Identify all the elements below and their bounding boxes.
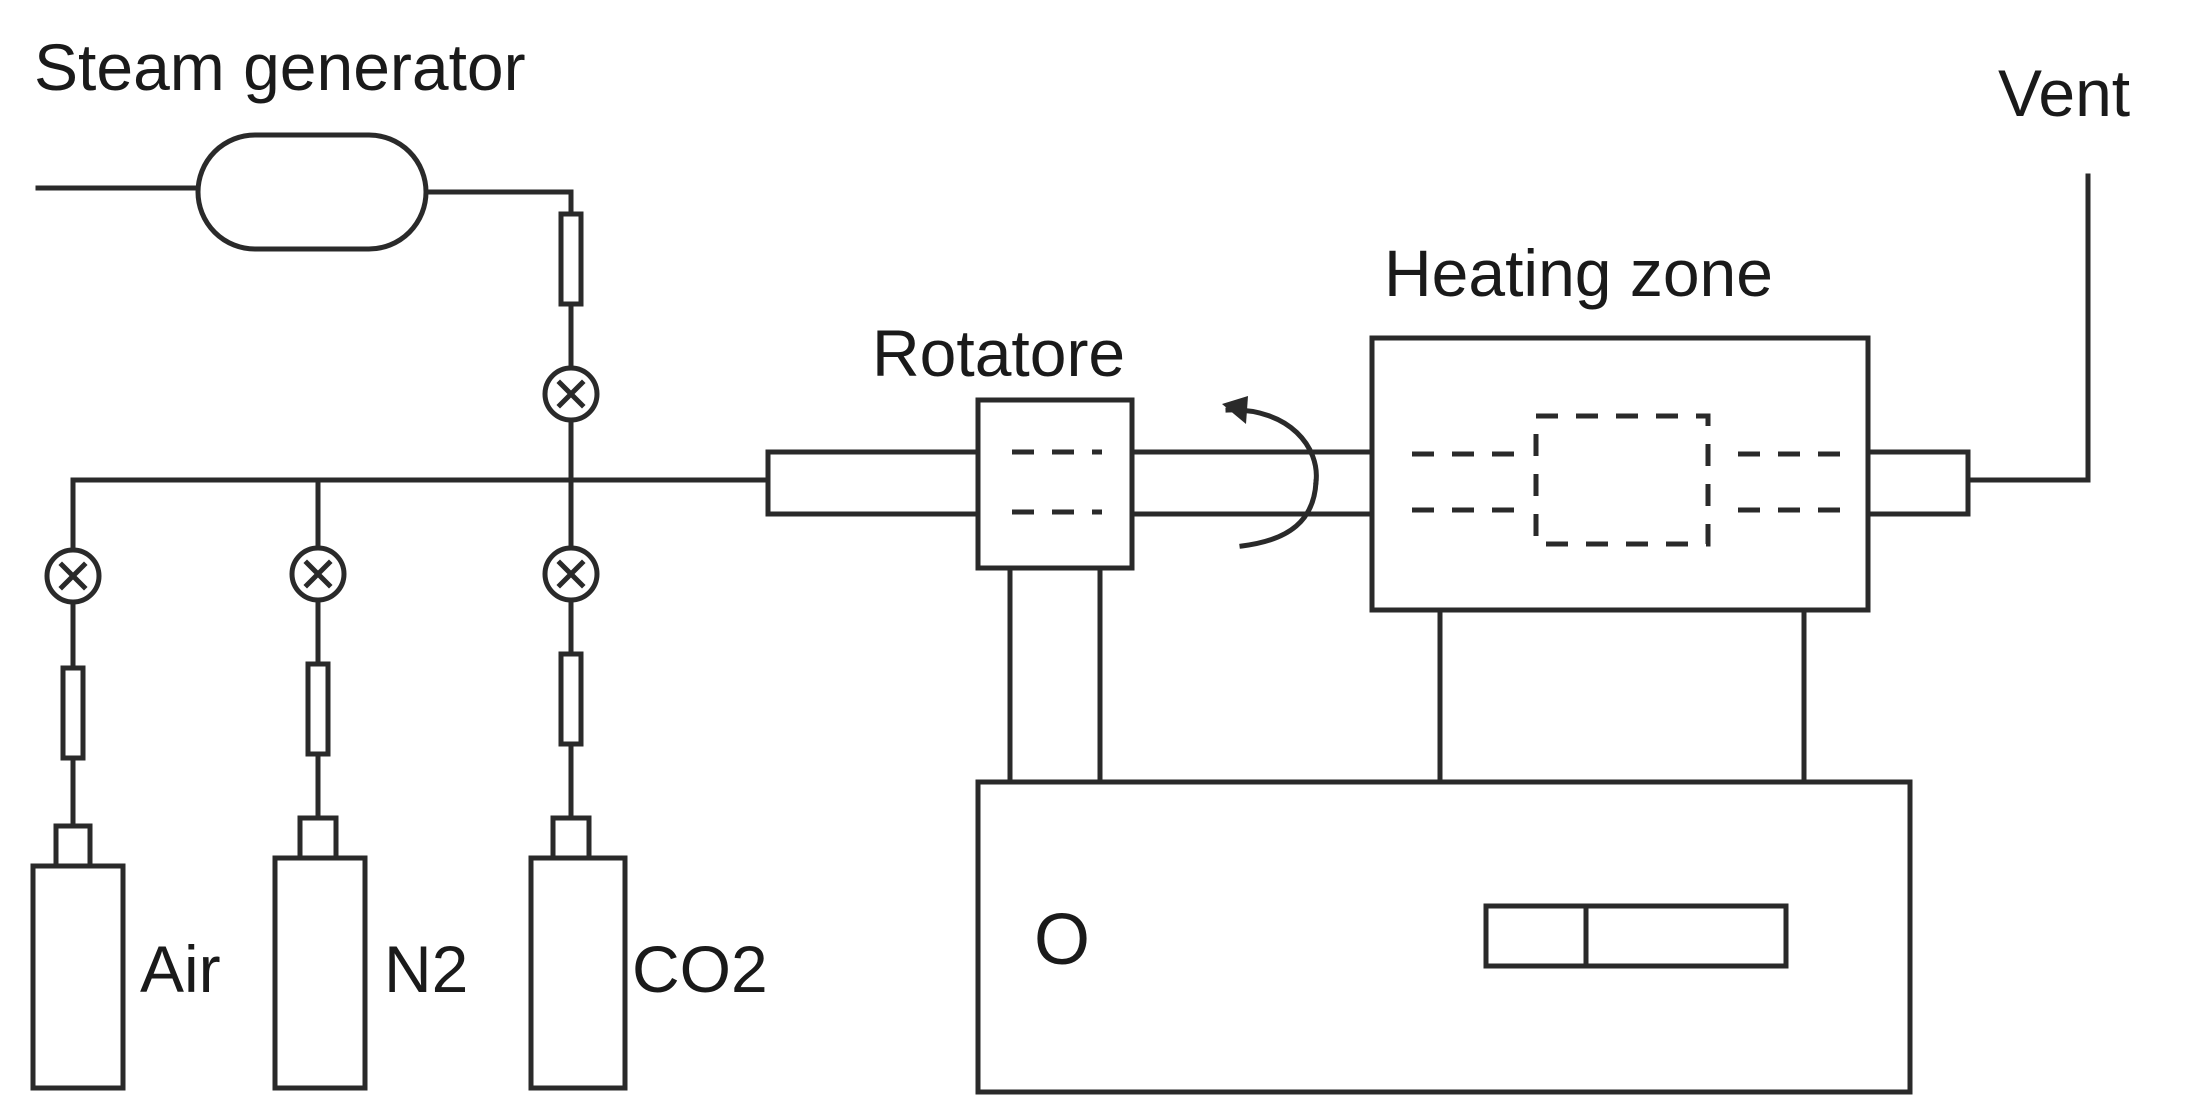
- tube-inlet-stub: [765, 449, 981, 517]
- air-valve-icon: [44, 547, 102, 605]
- rotator-box: [975, 397, 1135, 571]
- heating-zone-label: Heating zone: [1384, 236, 1773, 310]
- co2-valve-icon: [542, 545, 600, 603]
- gas-manifold-line: [70, 477, 771, 553]
- heating-zone-box: [1369, 335, 1871, 613]
- rotator-label: Rotatore: [872, 316, 1125, 390]
- heating-zone: [1369, 335, 1871, 785]
- n2-cylinder-valve: [297, 815, 339, 861]
- steam-valve-icon: [542, 365, 600, 423]
- control-indicator-label: O: [1034, 900, 1090, 980]
- vent-label: Vent: [1998, 56, 2130, 130]
- rotator: [975, 397, 1135, 785]
- steam-generator-vessel: [195, 132, 429, 252]
- n2-flowmeter: [305, 661, 331, 757]
- co2-label: CO2: [632, 932, 768, 1006]
- n2-valve-icon: [289, 545, 347, 603]
- n2-label: N2: [384, 932, 468, 1006]
- air-label: Air: [140, 932, 221, 1006]
- air-branch: [30, 547, 126, 1091]
- steam-flowmeter: [558, 211, 584, 307]
- co2-flowmeter: [558, 651, 584, 747]
- rotation-arrow-icon: [1222, 396, 1319, 549]
- steam-generator: [35, 132, 600, 483]
- tube-outlet-stub: [1865, 449, 1971, 517]
- n2-cylinder: [272, 855, 368, 1091]
- air-flowmeter: [60, 665, 86, 761]
- control-display: [1483, 903, 1789, 969]
- control-base: [975, 779, 1913, 1095]
- air-cylinder: [30, 863, 126, 1091]
- co2-cylinder: [528, 855, 628, 1091]
- air-cylinder-valve: [53, 823, 93, 869]
- co2-branch: [528, 477, 628, 1091]
- steam-outlet-pipe: [423, 189, 574, 217]
- n2-branch: [272, 477, 368, 1091]
- co2-cylinder-valve: [550, 815, 592, 861]
- steam-generator-label: Steam generator: [34, 30, 526, 104]
- vent-pipe: [1965, 173, 2091, 483]
